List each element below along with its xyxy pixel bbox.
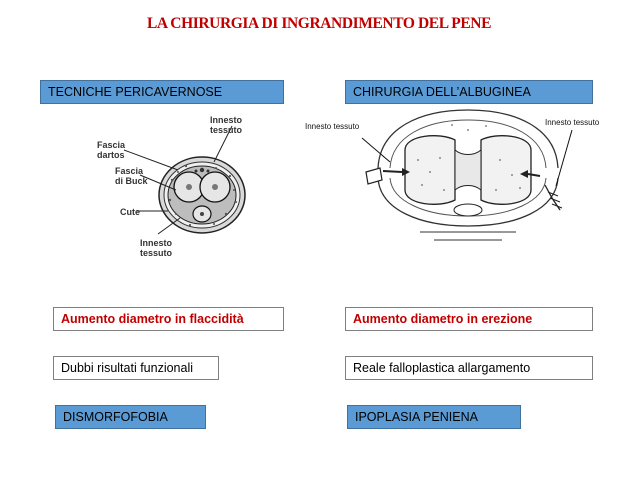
header-right-label: CHIRURGIA DELL’ALBUGINEA: [353, 84, 531, 99]
effect-left-text: Aumento diametro in flaccidità: [61, 311, 244, 326]
label-fascia-dartos: Fascia dartos: [97, 140, 125, 160]
label-innesto-tessuto-top: Innesto tessuto: [210, 115, 242, 135]
effect-right: Aumento diametro in erezione: [345, 307, 593, 331]
label-innesto-tessuto-left: Innesto tessuto: [305, 122, 360, 131]
label-fascia-dartos-text: Fascia dartos: [97, 140, 126, 160]
indication-right: IPOPLASIA PENIENA: [347, 405, 521, 429]
result-left: Dubbi risultati funzionali: [53, 356, 219, 380]
result-right: Reale falloplastica allargamento: [345, 356, 593, 380]
indication-left-text: DISMORFOFOBIA: [63, 409, 168, 424]
result-right-text: Reale falloplastica allargamento: [353, 360, 531, 375]
header-chirurgia-albuginea: CHIRURGIA DELL’ALBUGINEA: [345, 80, 593, 104]
label-innesto-tessuto-bottom: Innesto tessuto: [140, 238, 172, 258]
label-innesto-bottom-text: Innesto tessuto: [140, 238, 173, 258]
label-cute-text: Cute: [120, 207, 140, 217]
indication-right-text: IPOPLASIA PENIENA: [355, 409, 478, 424]
slide-title: LA CHIRURGIA DI INGRANDIMENTO DEL PENE: [146, 15, 492, 32]
label-innesto-tessuto-right: Innesto tessuto: [545, 118, 600, 127]
effect-left: Aumento diametro in flaccidità: [53, 307, 284, 331]
result-left-text: Dubbi risultati funzionali: [61, 360, 194, 375]
header-left-label: TECNICHE PERICAVERNOSE: [48, 84, 223, 99]
effect-right-text: Aumento diametro in erezione: [353, 311, 533, 326]
header-tecniche-pericavernose: TECNICHE PERICAVERNOSE: [40, 80, 284, 104]
label-fascia-buck-text: Fascia di Buck: [115, 166, 148, 186]
indication-left: DISMORFOFOBIA: [55, 405, 206, 429]
label-cute: Cute: [120, 207, 140, 217]
label-innesto-top-text: Innesto tessuto: [210, 115, 243, 135]
label-fascia-buck: Fascia di Buck: [115, 166, 148, 186]
